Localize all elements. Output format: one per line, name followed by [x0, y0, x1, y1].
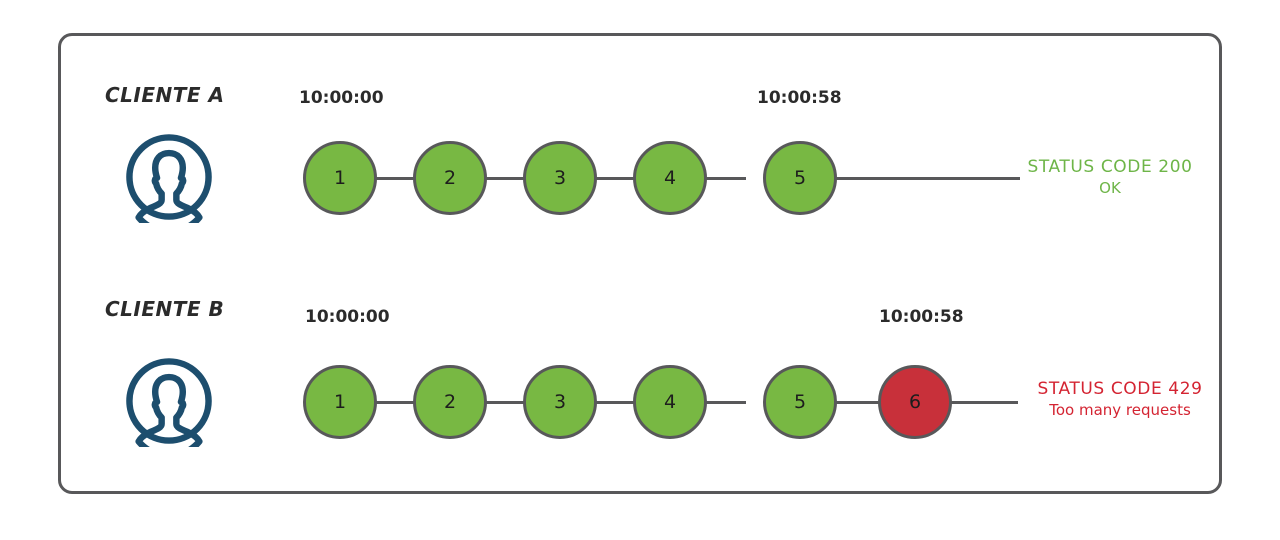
connector	[374, 401, 416, 404]
status-code-b: STATUS CODE 429	[1037, 379, 1203, 399]
timestamp-end-b: 10:00:58	[879, 307, 964, 327]
timestamp-start-b: 10:00:00	[305, 307, 390, 327]
timestamp-end-a: 10:00:58	[757, 88, 842, 108]
timestamp-start-a: 10:00:00	[299, 88, 384, 108]
connector	[594, 401, 636, 404]
request-node[interactable]: 2	[413, 141, 487, 215]
client-label-a: CLIENTE A	[105, 83, 225, 107]
connector	[484, 177, 526, 180]
connector	[704, 177, 746, 180]
request-node[interactable]: 2	[413, 365, 487, 439]
request-node[interactable]: 3	[523, 365, 597, 439]
status-line-a	[835, 177, 1020, 180]
request-node[interactable]: 5	[763, 365, 837, 439]
status-message-b: Too many requests	[1049, 400, 1191, 419]
connector	[484, 401, 526, 404]
status-badge-a: STATUS CODE 200 OK	[1020, 157, 1200, 198]
user-avatar-icon	[123, 131, 215, 235]
request-node[interactable]: 4	[633, 365, 707, 439]
request-node[interactable]: 3	[523, 141, 597, 215]
request-node[interactable]: 1	[303, 365, 377, 439]
user-avatar-icon	[123, 355, 215, 459]
request-node[interactable]: 4	[633, 141, 707, 215]
client-label-b: CLIENTE B	[105, 297, 225, 321]
connector	[594, 177, 636, 180]
request-node[interactable]: 1	[303, 141, 377, 215]
request-node[interactable]: 5	[763, 141, 837, 215]
status-line-b	[950, 401, 1018, 404]
connector	[704, 401, 746, 404]
connector	[834, 401, 881, 404]
status-code-a: STATUS CODE 200	[1027, 157, 1193, 177]
connector	[374, 177, 416, 180]
status-message-a: OK	[1099, 178, 1121, 197]
request-node-rate-limited[interactable]: 6	[878, 365, 952, 439]
status-badge-b: STATUS CODE 429 Too many requests	[1022, 379, 1218, 420]
